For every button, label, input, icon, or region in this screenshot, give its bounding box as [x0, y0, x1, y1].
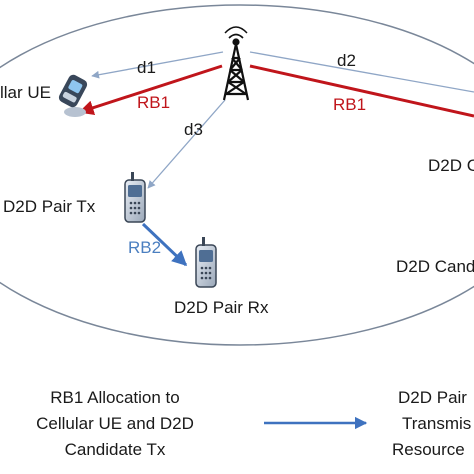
caption-left-line3: Candidate Tx	[65, 440, 166, 459]
link-rb1-left	[78, 64, 223, 115]
link-d1	[91, 51, 224, 79]
caption-right-line3: Resource	[392, 440, 465, 459]
caption-right-line2: Transmis	[402, 414, 471, 433]
rb1-right-label: RB1	[333, 95, 366, 114]
d2d-pair-rx-label: D2D Pair Rx	[174, 298, 269, 317]
cellular-ue-label: llar UE	[0, 83, 51, 102]
d1-label: d1	[137, 58, 156, 77]
d2d-candidate-label: D2D Cand	[396, 257, 474, 276]
flip-phone-icon	[58, 74, 88, 117]
link-d3	[147, 99, 226, 189]
d2d-pair-tx-label: D2D Pair Tx	[3, 197, 96, 216]
d2-label: d2	[337, 51, 356, 70]
rb1-left-label: RB1	[137, 93, 170, 112]
link-rb1-right	[249, 64, 474, 118]
cell-tower-icon	[222, 26, 250, 101]
cell-boundary	[0, 4, 474, 346]
caption-left-line2: Cellular UE and D2D	[36, 414, 194, 433]
link-d2	[249, 51, 474, 93]
caption-left-line1: RB1 Allocation to	[50, 388, 179, 407]
mobile-phone-icon-rx	[195, 237, 217, 288]
mobile-phone-icon-tx	[124, 172, 146, 223]
caption-right-line1: D2D Pair	[398, 388, 467, 407]
d2d-cut-label: D2D C	[428, 156, 474, 175]
link-rb2	[141, 222, 188, 267]
d3-label: d3	[184, 120, 203, 139]
rb2-label: RB2	[128, 238, 161, 257]
